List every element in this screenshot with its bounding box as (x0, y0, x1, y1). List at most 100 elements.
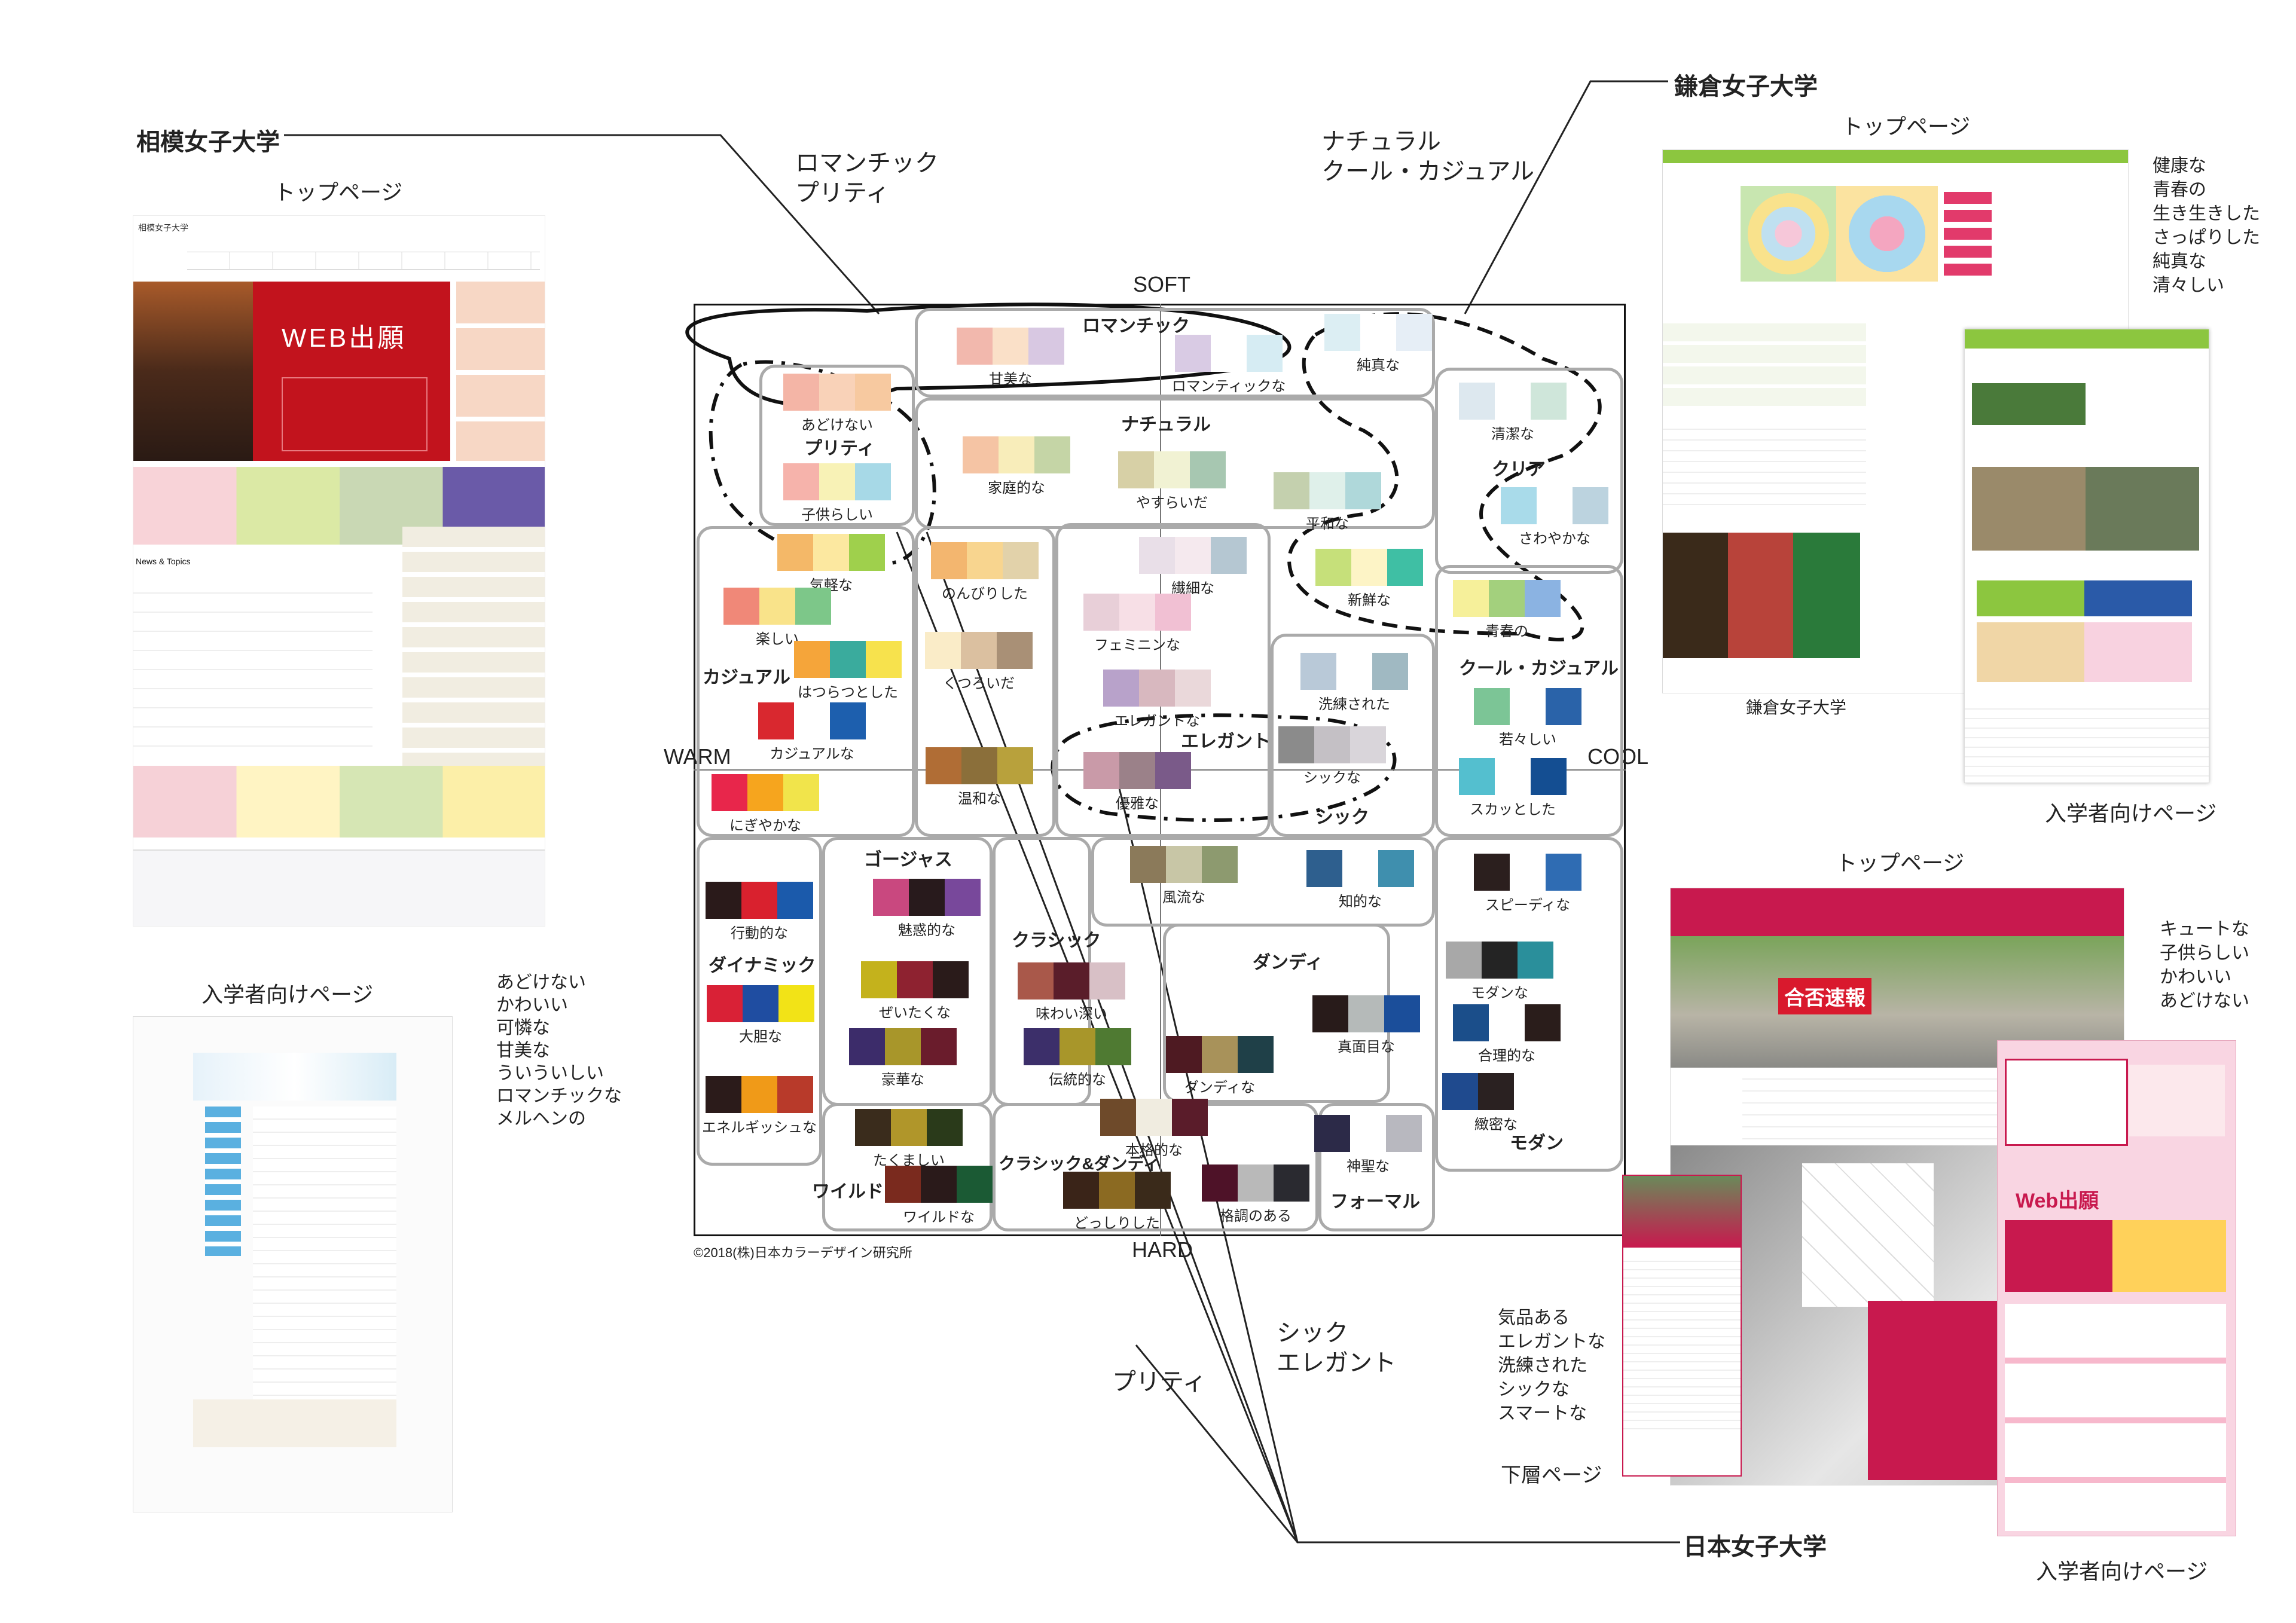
swatch-group: 本格的な (1100, 1099, 1208, 1136)
callout-romantic-pretty: ロマンチック プリティ (795, 148, 939, 208)
swatch-label: 合理的な (1478, 1044, 1535, 1065)
color-chip (1306, 850, 1342, 887)
color-chip (1103, 670, 1139, 707)
color-chip (897, 961, 933, 998)
color-chip (1489, 580, 1525, 617)
color-swatch-trio (1474, 854, 1581, 891)
color-chip (1119, 594, 1155, 631)
color-chip (1518, 942, 1553, 979)
color-chip (933, 961, 969, 998)
color-chip (1274, 472, 1309, 509)
swatch-label: 甘美な (989, 367, 1032, 388)
color-swatch-trio (712, 774, 819, 811)
color-chip (1342, 850, 1378, 887)
color-chip (999, 436, 1034, 473)
color-chip (1202, 1036, 1238, 1073)
color-chip (1459, 383, 1495, 420)
cat-modern: モダン (1510, 1128, 1564, 1154)
cat-wild: ワイルド (812, 1176, 884, 1203)
swatch-label: はつらつとした (798, 680, 898, 701)
color-chip (778, 985, 814, 1022)
swatch-label: のんびりした (942, 582, 1028, 603)
color-swatch-trio (706, 1076, 813, 1113)
color-swatch-trio (1202, 1164, 1309, 1202)
color-swatch-trio (1324, 314, 1432, 351)
color-chip (830, 641, 866, 678)
color-chip (795, 588, 831, 625)
color-swatch-trio (1312, 995, 1420, 1032)
color-chip (1309, 472, 1345, 509)
color-swatch-trio (963, 436, 1070, 473)
swatch-group: ダンディな (1166, 1036, 1274, 1073)
color-chip (1063, 1172, 1099, 1209)
color-chip (1202, 1164, 1238, 1202)
nihon-title: 日本女子大学 (1683, 1527, 1827, 1562)
swatch-label: あどけない (801, 413, 873, 434)
color-chip (1083, 752, 1119, 789)
swatch-group: シックな (1278, 726, 1386, 763)
nihon-keywords: キュートな 子供らしい かわいい あどけない (2160, 918, 2249, 1013)
color-chip (743, 985, 778, 1022)
swatch-label: 魅惑的な (898, 918, 955, 939)
swatch-label: スカッとした (1470, 797, 1556, 818)
color-chip (1095, 1028, 1131, 1065)
color-swatch-trio (931, 542, 1039, 579)
swatch-label: エレガントな (1114, 709, 1200, 730)
color-swatch-trio (1501, 487, 1608, 524)
color-chip (706, 1076, 741, 1113)
color-chip (1495, 758, 1531, 795)
color-chip (1175, 537, 1211, 574)
color-swatch-trio (783, 374, 891, 411)
sagami-top-screenshot: 相模女子大学 WEB出願 News & Topics (133, 215, 545, 927)
swatch-group: ぜいたくな (861, 961, 969, 998)
nihon-top-label: トップページ (1836, 846, 1964, 877)
swatch-label: どっしりした (1074, 1211, 1160, 1232)
cat-formal: フォーマル (1330, 1187, 1420, 1213)
swatch-group: 行動的な (706, 882, 813, 919)
color-chip (855, 374, 891, 411)
sagami-nav (187, 252, 540, 270)
color-chip (783, 374, 819, 411)
color-chip (747, 774, 783, 811)
swatch-label: 青春の (1485, 619, 1528, 640)
swatch-group: 繊細な (1139, 537, 1247, 574)
swatch-group: ロマンティックな (1175, 335, 1283, 372)
color-chip (1360, 314, 1396, 351)
color-chip (1510, 854, 1546, 891)
color-chip (1372, 653, 1408, 690)
swatch-label: にぎやかな (729, 814, 801, 835)
color-swatch-trio (1100, 1099, 1208, 1136)
color-swatch-trio (849, 1028, 957, 1065)
cat-gorgeous: ゴージャス (864, 845, 952, 871)
color-swatch-trio (957, 328, 1064, 365)
swatch-label: 真面目な (1338, 1035, 1395, 1056)
swatch-group: スカッとした (1459, 758, 1567, 795)
sagami-keywords: あどけない かわいい 可憐な 甘美な ういういしい ロマンチックな メルヘンの (496, 971, 622, 1130)
swatch-group: 豪華な (849, 1028, 957, 1065)
swatch-label: スピーディな (1485, 893, 1570, 914)
swatch-label: ダンディな (1184, 1075, 1255, 1096)
color-chip (1155, 594, 1191, 631)
kamakura-entrance-screenshot (1964, 329, 2209, 783)
color-chip (1247, 335, 1283, 372)
color-swatch-trio (706, 882, 813, 919)
swatch-label: 緻密な (1474, 1112, 1518, 1133)
swatch-label: シックな (1303, 766, 1361, 787)
swatch-group: 平和な (1274, 472, 1381, 509)
swatch-group: 格調のある (1202, 1164, 1309, 1202)
color-chip (1459, 758, 1495, 795)
color-swatch-trio (1063, 1172, 1171, 1209)
color-chip (921, 1166, 957, 1203)
color-chip (1154, 451, 1190, 488)
color-chip (1166, 1036, 1202, 1073)
color-chip (993, 328, 1028, 365)
color-chip (758, 702, 794, 739)
sagami-footer (133, 849, 545, 927)
color-chip (1314, 1115, 1350, 1152)
swatch-group: カジュアルな (758, 702, 866, 739)
swatch-group: ワイルドな (885, 1166, 993, 1203)
color-swatch-trio (1446, 942, 1553, 979)
color-chip (1351, 549, 1387, 586)
color-chip (961, 747, 997, 784)
swatch-label: 味わい深い (1036, 1002, 1107, 1023)
